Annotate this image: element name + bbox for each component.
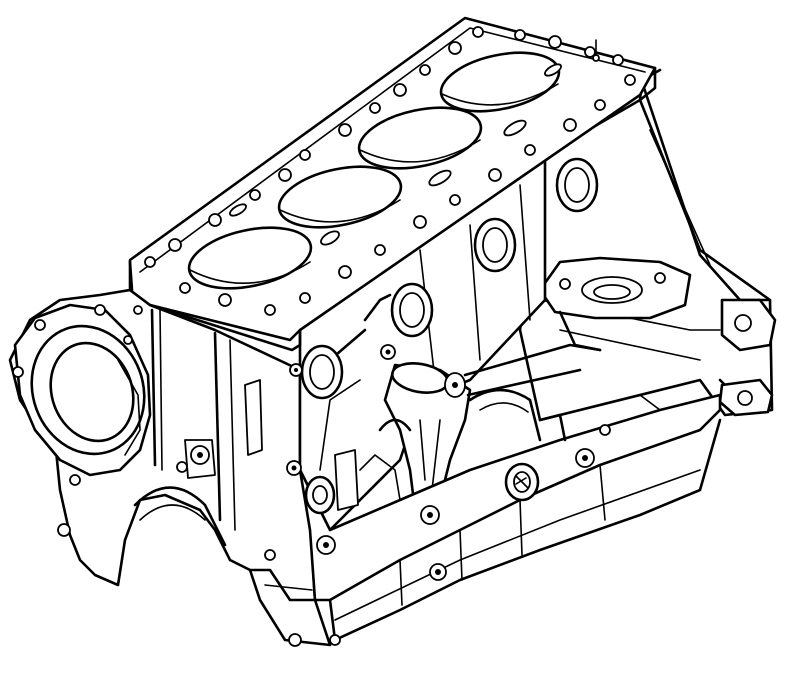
deck-holes — [144, 26, 636, 316]
core-plug-3 — [473, 217, 517, 273]
oil-filter-boss — [538, 256, 692, 352]
core-plug-4 — [555, 157, 599, 213]
core-plug-1 — [300, 344, 344, 400]
crankcase-webs — [359, 388, 661, 501]
block-skirt — [286, 363, 722, 646]
block-front-face — [8, 288, 332, 647]
cylinder-bores — [187, 51, 561, 290]
core-plug-2 — [390, 282, 434, 338]
cylinder-bore-2 — [277, 165, 403, 229]
cylinder-bore-3 — [357, 106, 483, 170]
core-plugs — [300, 157, 599, 400]
cylinder-bore-1 — [187, 226, 313, 290]
